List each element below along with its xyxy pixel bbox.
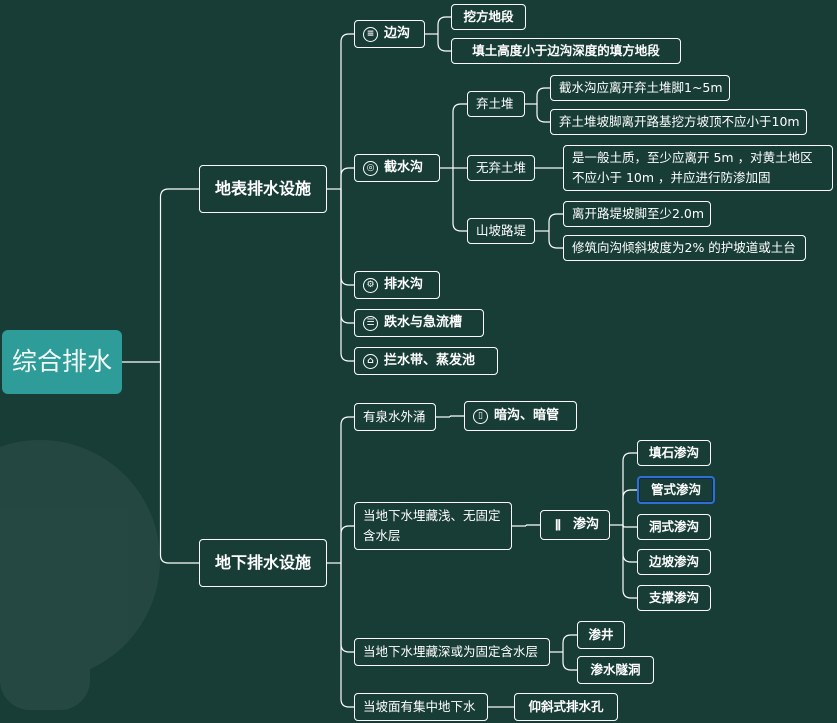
spring-node[interactable]: 有泉水外涌 <box>354 403 436 431</box>
deep-water-node[interactable]: 当地下水埋藏深或为固定含水层 <box>354 638 550 666</box>
seepage-icon: ⫼ <box>555 518 561 532</box>
hillside-leaf-2[interactable]: 修筑向沟倾斜坡度为2% 的护坡道或土台 <box>563 235 806 261</box>
interception-icon: ◎ <box>363 160 378 176</box>
root-node[interactable]: 综合排水 <box>2 330 122 394</box>
seepage-tunnel-node[interactable]: 渗水隧洞 <box>577 656 654 684</box>
pipe-icon: ▯ <box>473 408 488 424</box>
no-spoil-heap-node[interactable]: 无弃土堆 <box>467 155 535 181</box>
interception-ditch-node[interactable]: ◎ 截水沟 <box>354 154 440 182</box>
drainage-icon: ⚙ <box>363 277 378 293</box>
hillside-embankment-node[interactable]: 山坡路堤 <box>467 218 535 244</box>
blind-ditch-node[interactable]: ▯ 暗沟、暗管 <box>464 401 577 431</box>
mascot-decoration <box>0 440 160 710</box>
drop-chute-node[interactable]: ☰ 跌水与急流槽 <box>354 309 484 337</box>
side-ditch-leaf-2[interactable]: 填土高度小于边沟深度的填方地段 <box>451 38 681 64</box>
hillside-leaf-1[interactable]: 离开路堤坡脚至少2.0m <box>563 201 711 227</box>
spoil-heap-leaf-1[interactable]: 截水沟应离开弃土堆脚1~5m <box>550 75 730 101</box>
inclined-drain-hole-node[interactable]: 仰斜式排水孔 <box>514 693 618 721</box>
no-spoil-heap-leaf[interactable]: 是一般土质，至少应离开 5m ，对黄土地区不应小于 10m ，并应进行防渗加固 <box>563 145 833 191</box>
seepage-leaf-3[interactable]: 洞式渗沟 <box>637 514 711 540</box>
chute-icon: ☰ <box>363 315 378 331</box>
side-ditch-leaf-1[interactable]: 挖方地段 <box>451 4 526 30</box>
slope-water-node[interactable]: 当坡面有集中地下水 <box>354 693 488 721</box>
seepage-leaf-5[interactable]: 支撑渗沟 <box>637 585 711 611</box>
drainage-ditch-node[interactable]: ⚙ 排水沟 <box>354 271 440 299</box>
seepage-leaf-2[interactable]: 管式渗沟 <box>637 476 715 504</box>
surface-drainage-node[interactable]: 地表排水设施 <box>199 165 327 213</box>
seepage-leaf-4[interactable]: 边坡渗沟 <box>637 549 711 575</box>
spoil-heap-leaf-2[interactable]: 弃土堆坡脚离开路基挖方坡顶不应小于10m <box>550 109 807 135</box>
seepage-well-node[interactable]: 渗井 <box>577 621 625 649</box>
side-ditch-node[interactable]: ≡ 边沟 <box>354 20 425 48</box>
pool-icon: ⌂ <box>363 353 378 369</box>
ditch-icon: ≡ <box>363 26 378 42</box>
shallow-water-node[interactable]: 当地下水埋藏浅、无固定含水层 <box>354 502 512 550</box>
underground-drainage-node[interactable]: 地下排水设施 <box>199 539 327 587</box>
seepage-ditch-node[interactable]: ⫼ 渗沟 <box>540 510 610 540</box>
seepage-leaf-1[interactable]: 填石渗沟 <box>637 440 711 466</box>
water-belt-node[interactable]: ⌂ 拦水带、蒸发池 <box>354 347 498 375</box>
spoil-heap-node[interactable]: 弃土堆 <box>467 91 525 117</box>
